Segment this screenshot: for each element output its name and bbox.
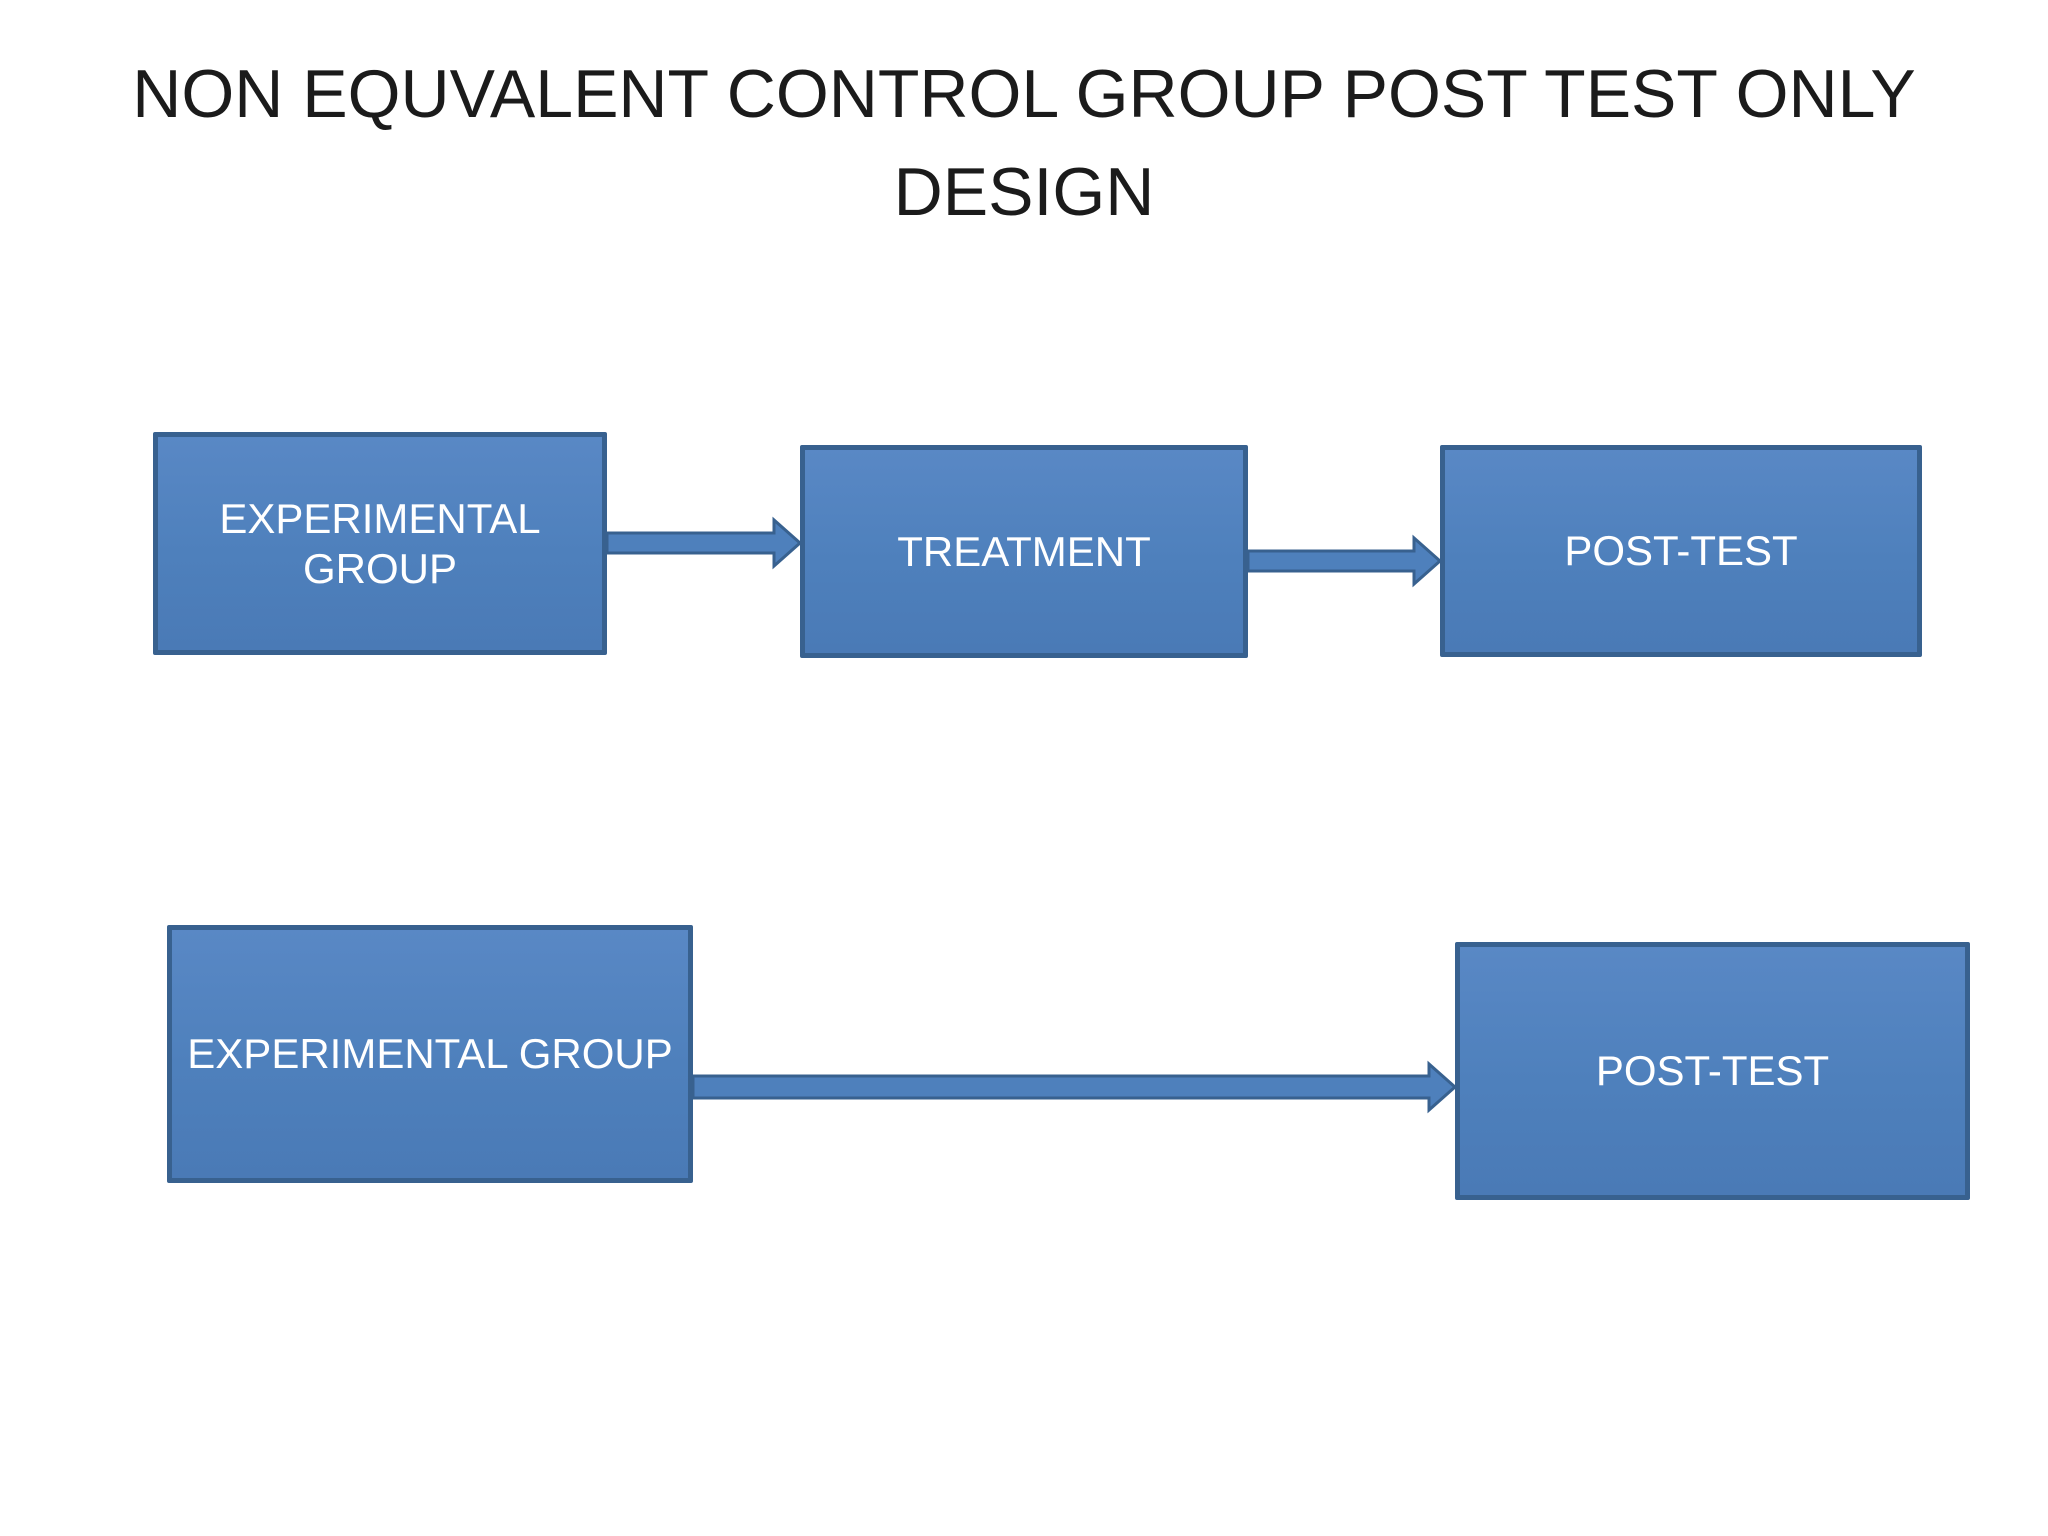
edge-experimental1-to-treatment bbox=[605, 516, 803, 570]
slide-title: NON EQUVALENT CONTROL GROUP POST TEST ON… bbox=[0, 45, 2048, 241]
node-post-test-2: POST-TEST bbox=[1455, 942, 1970, 1200]
arrow-right-icon bbox=[691, 1060, 1458, 1114]
node-label: POST-TEST bbox=[1564, 527, 1798, 575]
node-treatment: TREATMENT bbox=[800, 445, 1248, 658]
node-experimental-group-1: EXPERIMENTAL GROUP bbox=[153, 432, 607, 655]
node-label: POST-TEST bbox=[1595, 1047, 1830, 1095]
slide-title-line2: DESIGN bbox=[893, 154, 1155, 230]
arrow-right-icon bbox=[605, 516, 803, 570]
node-label: EXPERIMENTAL GROUP bbox=[187, 1030, 673, 1078]
node-experimental-group-2: EXPERIMENTAL GROUP bbox=[167, 925, 693, 1183]
arrow-right-icon bbox=[1246, 534, 1443, 588]
node-label: TREATMENT bbox=[897, 527, 1151, 575]
node-label: EXPERIMENTAL GROUP bbox=[219, 494, 541, 592]
slide-title-line1: NON EQUVALENT CONTROL GROUP POST TEST ON… bbox=[132, 56, 1916, 132]
node-post-test-1: POST-TEST bbox=[1440, 445, 1922, 657]
edge-experimental2-to-posttest2 bbox=[691, 1060, 1458, 1114]
edge-treatment-to-posttest1 bbox=[1246, 534, 1443, 588]
